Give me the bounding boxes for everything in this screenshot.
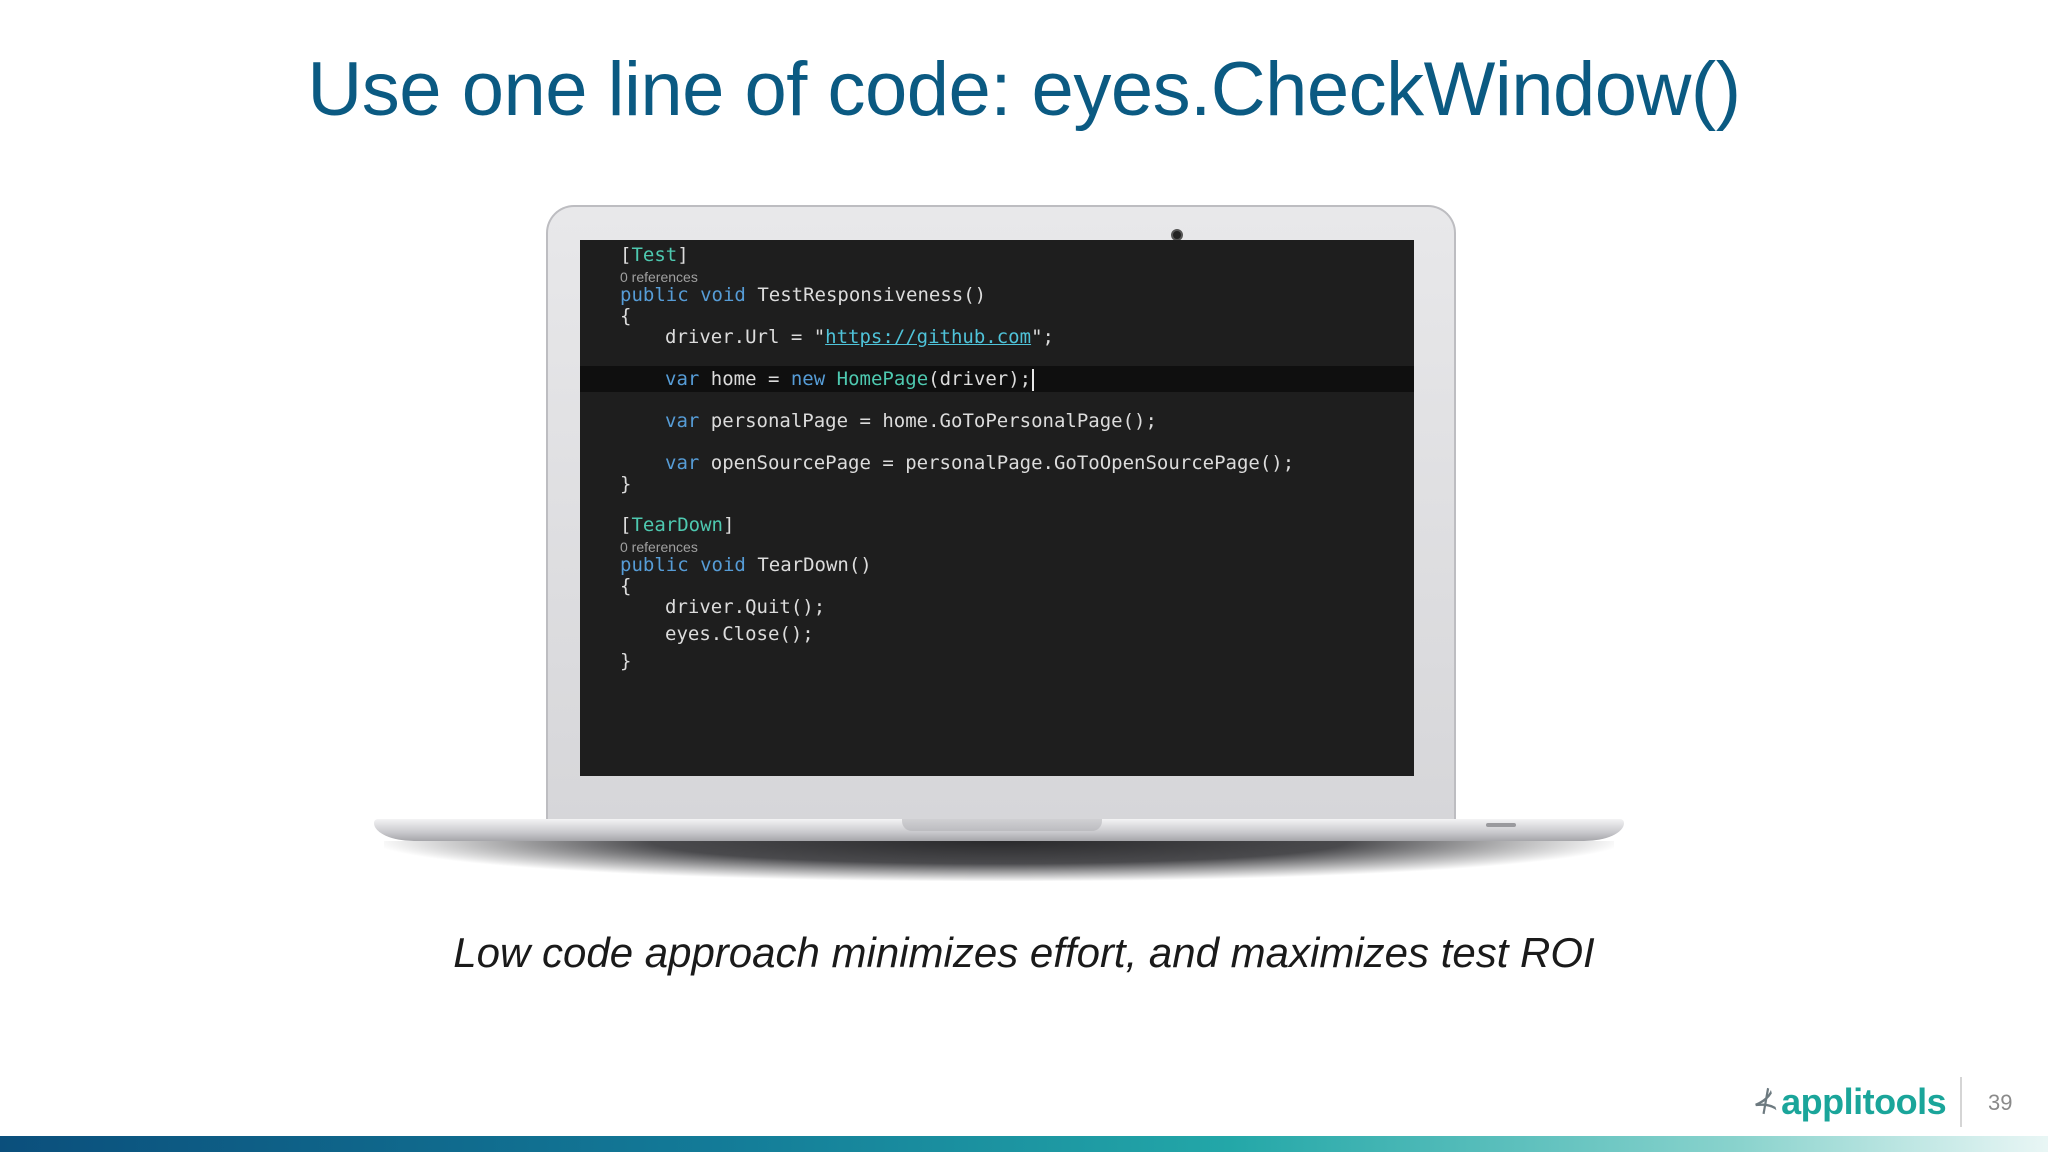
- code-line: eyes.Close();: [665, 623, 814, 645]
- code-line: var openSourcePage = personalPage.GoToOp…: [665, 452, 1295, 474]
- url-link[interactable]: https://github.com: [825, 326, 1032, 348]
- laptop-screen: [Test] 0 references public void TestResp…: [580, 240, 1414, 776]
- laptop-shadow: [384, 841, 1614, 881]
- page-number: 39: [1988, 1090, 2013, 1115]
- applitools-bird-icon: ⊀: [1747, 1081, 1782, 1123]
- code-line: driver.Url = "https://github.com";: [665, 326, 1054, 348]
- text-caret: [1032, 368, 1035, 391]
- code-line: [TearDown]: [620, 514, 735, 536]
- code-line: driver.Quit();: [665, 596, 826, 618]
- slide-subtitle: Low code approach minimizes effort, and …: [453, 929, 1595, 976]
- laptop-indicator-light: [1486, 823, 1516, 827]
- footer-divider: [1960, 1077, 1962, 1127]
- code-line: }: [620, 650, 632, 672]
- laptop-hinge-notch: [902, 819, 1102, 831]
- bottom-gradient-bar: [0, 1136, 2048, 1152]
- code-line: public void TearDown(): [620, 554, 872, 576]
- code-line: {: [620, 305, 632, 327]
- laptop-illustration: [Test] 0 references public void TestResp…: [374, 205, 1674, 885]
- code-line: {: [620, 575, 632, 597]
- code-line: var personalPage = home.GoToPersonalPage…: [665, 410, 1157, 432]
- code-references: 0 references: [620, 269, 698, 285]
- code-line: public void TestResponsiveness(): [620, 284, 987, 306]
- code-line: }: [620, 473, 632, 495]
- code-editor: [Test] 0 references public void TestResp…: [580, 240, 1414, 776]
- slide-title: Use one line of code: eyes.CheckWindow(): [307, 47, 1741, 132]
- code-references: 0 references: [620, 539, 698, 555]
- logo-text: applitools: [1781, 1081, 1947, 1122]
- code-line-current: var home = new HomePage(driver);: [580, 366, 1414, 392]
- applitools-logo: ⊀ applitools: [1748, 1080, 1947, 1124]
- code-line: [Test]: [620, 244, 689, 266]
